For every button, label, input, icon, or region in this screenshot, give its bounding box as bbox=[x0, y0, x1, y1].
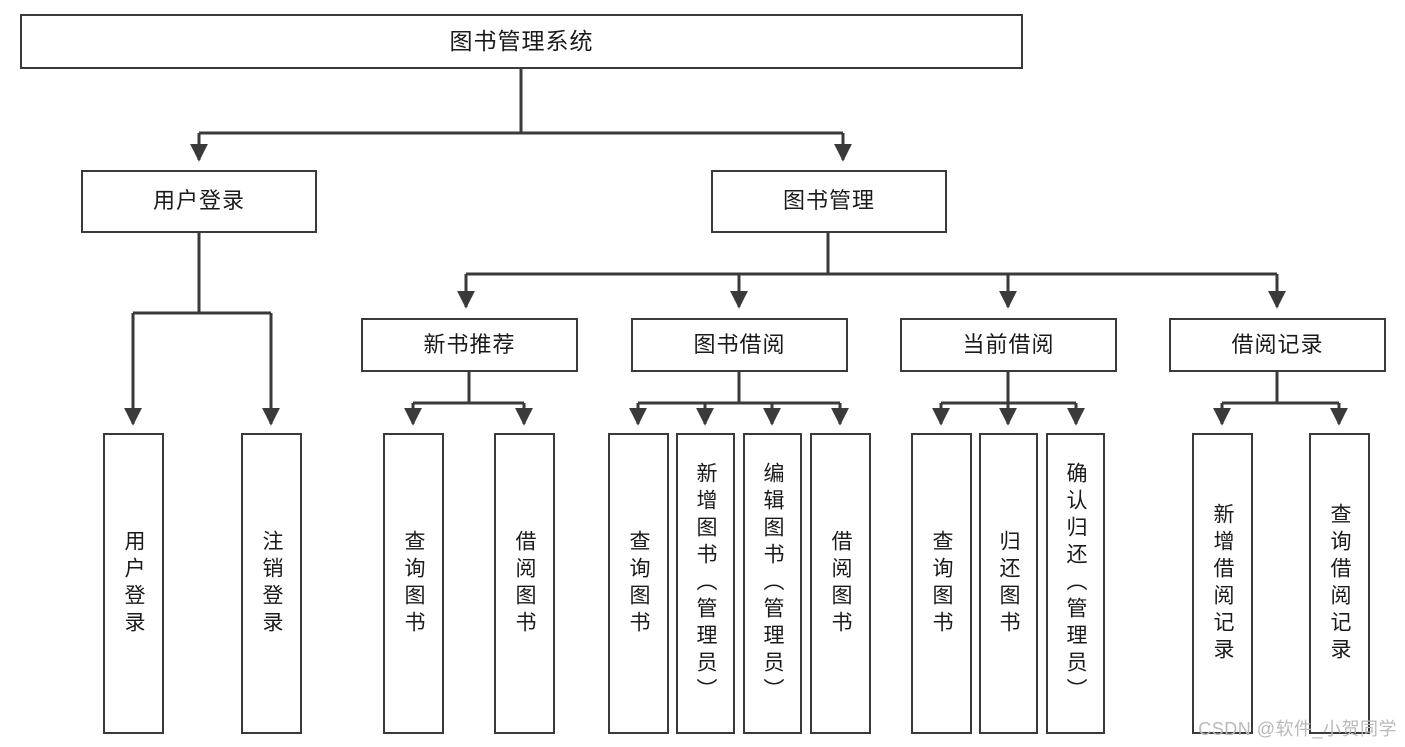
node-leaf-edit-book-label: 编辑图书（管理员） bbox=[761, 462, 785, 705]
node-root-label: 图书管理系统 bbox=[449, 27, 594, 54]
watermark: CSDN @软件_小贺同学 bbox=[1198, 719, 1397, 739]
node-borrow-record[interactable]: 借阅记录 bbox=[1169, 318, 1386, 372]
node-current-borrow[interactable]: 当前借阅 bbox=[900, 318, 1117, 372]
node-leaf-borrow-book-1[interactable]: 借阅图书 bbox=[494, 433, 555, 734]
node-leaf-edit-book[interactable]: 编辑图书（管理员） bbox=[743, 433, 802, 734]
node-leaf-query-book-1-label: 查询图书 bbox=[402, 529, 426, 638]
node-leaf-query-book-1[interactable]: 查询图书 bbox=[383, 433, 444, 734]
node-book-borrow[interactable]: 图书借阅 bbox=[631, 318, 848, 372]
node-book-borrow-label: 图书借阅 bbox=[693, 331, 786, 357]
node-leaf-user-login-label: 用户登录 bbox=[122, 529, 146, 638]
node-current-borrow-label: 当前借阅 bbox=[962, 331, 1055, 357]
node-leaf-user-login[interactable]: 用户登录 bbox=[103, 433, 164, 734]
node-leaf-user-logout-label: 注销登录 bbox=[260, 529, 284, 638]
node-leaf-query-book-2[interactable]: 查询图书 bbox=[608, 433, 669, 734]
node-user-login[interactable]: 用户登录 bbox=[81, 170, 317, 233]
node-new-book-recommend-label: 新书推荐 bbox=[423, 331, 516, 357]
node-leaf-confirm-return[interactable]: 确认归还（管理员） bbox=[1046, 433, 1105, 734]
node-root[interactable]: 图书管理系统 bbox=[20, 14, 1023, 69]
node-leaf-borrow-book-1-label: 借阅图书 bbox=[513, 529, 537, 638]
node-leaf-query-book-3[interactable]: 查询图书 bbox=[911, 433, 972, 734]
node-book-manage-label: 图书管理 bbox=[782, 188, 875, 214]
node-leaf-query-record[interactable]: 查询借阅记录 bbox=[1309, 433, 1370, 734]
node-leaf-query-book-3-label: 查询图书 bbox=[930, 529, 954, 638]
node-user-login-label: 用户登录 bbox=[152, 188, 245, 214]
node-borrow-record-label: 借阅记录 bbox=[1231, 331, 1324, 357]
node-leaf-query-book-2-label: 查询图书 bbox=[627, 529, 651, 638]
node-book-manage[interactable]: 图书管理 bbox=[711, 170, 947, 233]
node-new-book-recommend[interactable]: 新书推荐 bbox=[361, 318, 578, 372]
node-leaf-return-book[interactable]: 归还图书 bbox=[979, 433, 1038, 734]
node-leaf-add-book[interactable]: 新增图书（管理员） bbox=[676, 433, 735, 734]
node-leaf-add-record-label: 新增借阅记录 bbox=[1211, 502, 1235, 665]
node-leaf-user-logout[interactable]: 注销登录 bbox=[241, 433, 302, 734]
node-leaf-confirm-return-label: 确认归还（管理员） bbox=[1064, 462, 1088, 705]
node-leaf-borrow-book-2[interactable]: 借阅图书 bbox=[810, 433, 871, 734]
node-leaf-return-book-label: 归还图书 bbox=[997, 529, 1021, 638]
node-leaf-add-book-label: 新增图书（管理员） bbox=[694, 462, 718, 705]
node-leaf-add-record[interactable]: 新增借阅记录 bbox=[1192, 433, 1253, 734]
node-leaf-borrow-book-2-label: 借阅图书 bbox=[829, 529, 853, 638]
node-leaf-query-record-label: 查询借阅记录 bbox=[1328, 502, 1352, 665]
